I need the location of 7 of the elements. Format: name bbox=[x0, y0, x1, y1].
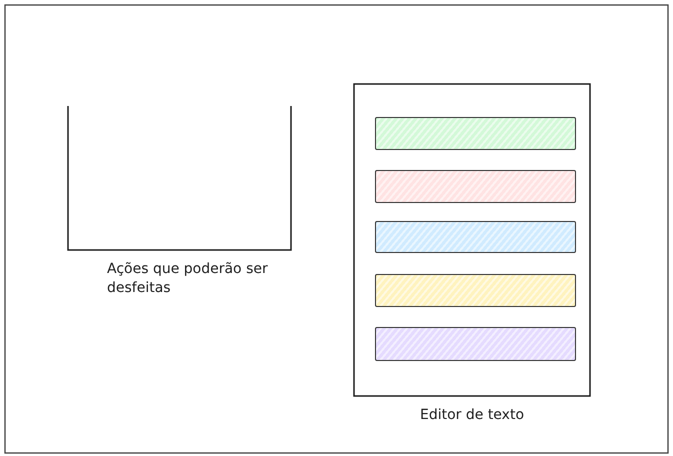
color-bar bbox=[375, 170, 576, 203]
color-bar bbox=[375, 274, 576, 307]
color-bar bbox=[375, 221, 576, 253]
color-bar bbox=[375, 117, 576, 150]
caption-text: Editor de texto bbox=[418, 406, 526, 425]
caption-text: Ações que poderão ser desfeitas bbox=[107, 260, 269, 298]
color-bar bbox=[375, 327, 576, 361]
